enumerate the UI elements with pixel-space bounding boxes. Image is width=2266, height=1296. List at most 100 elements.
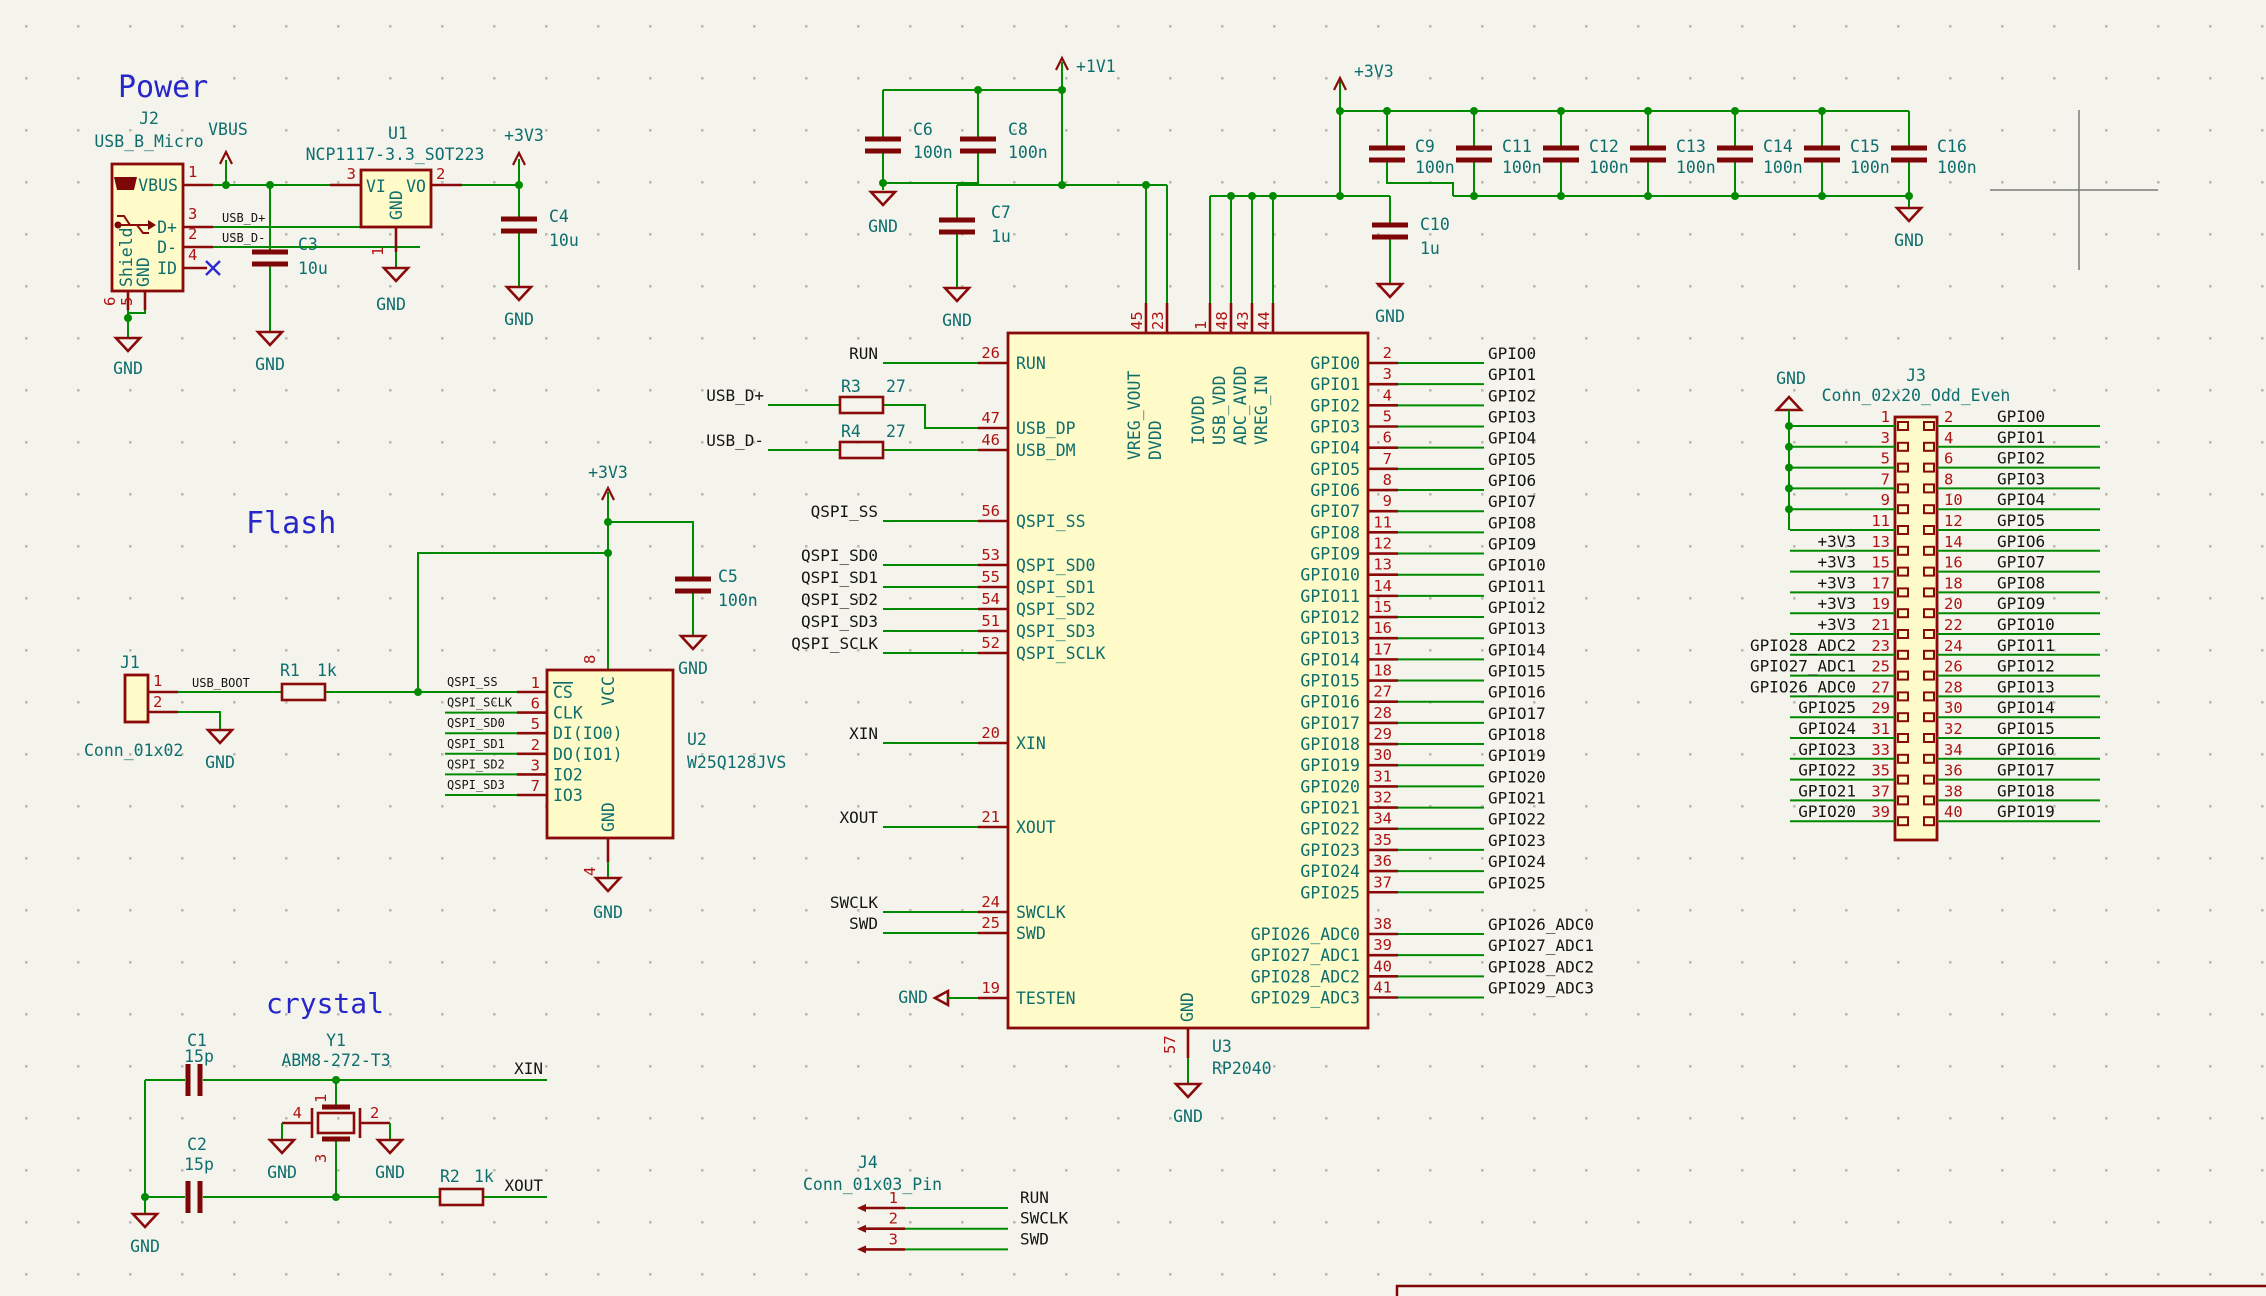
u3-pin-number: 23 xyxy=(1149,311,1167,330)
j4-row: 2 SWCLK xyxy=(857,1209,1069,1233)
component-c1[interactable]: C1 15p xyxy=(184,1031,214,1096)
u1-pin-number: 1 xyxy=(369,247,387,256)
j3-row: 9 10 GPIO4 xyxy=(1790,490,2100,515)
j2-pin-gnd: GND xyxy=(134,257,153,287)
net-label: GPIO28_ADC2 xyxy=(1488,957,1594,976)
bank-capacitor[interactable]: C12 100n xyxy=(1543,111,1629,177)
component-j4[interactable]: J4 Conn_01x03_Pin xyxy=(803,1153,942,1194)
u3-pin-name: GPIO8 xyxy=(1310,523,1360,542)
j3-row: 1 2 GPIO0 xyxy=(1790,407,2100,431)
u3-pin-number: 8 xyxy=(1383,471,1392,489)
component-c2[interactable]: C2 15p xyxy=(184,1135,214,1213)
u2-pin-name: IO3 xyxy=(553,786,583,805)
component-r1[interactable]: R1 1k xyxy=(280,661,337,702)
component-j1[interactable]: J1 Conn_01x02 1 2 xyxy=(84,653,183,760)
svg-text:TESTEN: TESTEN xyxy=(1016,989,1076,1008)
component-c6[interactable]: C6 100n xyxy=(865,120,953,162)
component-c8[interactable]: C8 100n xyxy=(960,120,1048,162)
u1-pin-number: 2 xyxy=(436,165,445,183)
svg-text:54: 54 xyxy=(981,590,1000,608)
u3-pin-name: GPIO9 xyxy=(1310,545,1360,564)
u3-pin-number: 11 xyxy=(1373,513,1392,531)
j3-pin-number: 22 xyxy=(1944,616,1963,634)
c1-ref: C1 xyxy=(187,1031,207,1050)
u3-ref: U3 xyxy=(1212,1037,1232,1056)
net-label: GPIO17 xyxy=(1997,761,2055,780)
u1-pin-vo: VO xyxy=(406,177,426,196)
j1-ground: GND xyxy=(178,711,235,772)
j1-ref: J1 xyxy=(120,653,140,672)
component-c10[interactable]: C10 1u GND xyxy=(1372,196,1450,326)
component-u3-rp2040[interactable]: U3 RP2040 xyxy=(1006,331,1370,1078)
u3-pin-name: GPIO1 xyxy=(1310,375,1360,394)
c8-value: 100n xyxy=(1008,143,1048,162)
u2-pin-name: DI(IO0) xyxy=(553,724,623,743)
u3-pin-number: 28 xyxy=(1373,704,1392,722)
net-label: GPIO1 xyxy=(1488,365,1536,384)
u2-pin-name: CS xyxy=(553,683,573,702)
cap-value: 100n xyxy=(1763,158,1803,177)
u3-pin-name: GPIO4 xyxy=(1310,439,1360,458)
c7-ref: C7 xyxy=(991,203,1011,222)
bank-capacitor[interactable]: C16 100n xyxy=(1891,111,1977,177)
component-c5[interactable]: C5 100n GND xyxy=(608,521,758,678)
component-y1-crystal[interactable]: Y1 ABM8-272-T3 1 3 4 2 xyxy=(281,1031,391,1197)
c6-value: 100n xyxy=(913,143,953,162)
j3-pin-number: 15 xyxy=(1871,554,1890,572)
crystal-ground: GND xyxy=(130,1212,160,1256)
u3-left-xout: XOUT 21 XOUT xyxy=(839,808,1055,837)
net-label: SWCLK xyxy=(1020,1209,1069,1228)
u3-pin-name: GPIO10 xyxy=(1300,566,1360,585)
section-title-crystal: crystal xyxy=(266,987,384,1020)
c8-ref: C8 xyxy=(1008,120,1028,139)
j1-pin-number: 2 xyxy=(153,693,162,711)
wire xyxy=(882,89,1167,190)
usb-trident-dot xyxy=(114,221,122,229)
component-c3[interactable]: C3 10u GND xyxy=(252,185,328,374)
cursor-crosshair[interactable] xyxy=(1990,110,2158,270)
svg-text:GND: GND xyxy=(898,988,928,1007)
power-arrow-1v1: +1V1 xyxy=(1055,55,1116,185)
component-u1-regulator[interactable]: U1 NCP1117-3.3_SOT223 VI VO GND 3 2 1 xyxy=(306,124,485,256)
net-label: GPIO24 xyxy=(1798,719,1856,738)
component-r3[interactable]: R3 27 xyxy=(838,377,906,415)
component-c7[interactable]: C7 1u GND xyxy=(939,185,1011,330)
c5-ref: C5 xyxy=(718,567,738,586)
j3-pin-number: 32 xyxy=(1944,720,1963,738)
j3-row: 33 34 GPIO23 GPIO16 xyxy=(1790,740,2100,764)
u3-adc-pins: 38 GPIO26_ADC0 GPIO26_ADC0 39 GPIO27_ADC… xyxy=(1251,915,1594,1008)
svg-text:USB_DP: USB_DP xyxy=(1016,419,1076,438)
component-j2-usb-connector[interactable]: J2 USB_B_Micro VBUS D+ D- ID Shield GND … xyxy=(94,109,221,310)
bank-capacitor[interactable]: C13 100n xyxy=(1630,111,1716,177)
svg-text:QSPI_SD2: QSPI_SD2 xyxy=(1016,600,1095,619)
u3-pin-number: 6 xyxy=(1383,429,1392,447)
component-j3-header[interactable]: J3 Conn_02x20_Odd_Even xyxy=(1822,366,2011,842)
bank-capacitor[interactable]: C15 100n xyxy=(1804,111,1890,177)
bank-capacitor[interactable]: C9 100n xyxy=(1369,111,1455,177)
bank-capacitor[interactable]: C11 100n xyxy=(1456,111,1542,177)
svg-text:QSPI_SD3: QSPI_SD3 xyxy=(1016,622,1095,641)
net-label: QSPI_SD2 xyxy=(447,757,505,771)
u3-left-swclk: SWCLK 24 SWCLK xyxy=(830,893,1066,922)
y1-pin-number: 4 xyxy=(293,1104,302,1122)
u3-pin-name: GPIO13 xyxy=(1300,629,1360,648)
net-label: +3V3 xyxy=(1817,573,1856,592)
net-label: QSPI_SCLK xyxy=(447,696,513,710)
svg-text:GND: GND xyxy=(1776,369,1806,388)
net-label: GPIO22 xyxy=(1798,761,1856,780)
net-label: GPIO26_ADC0 xyxy=(1750,677,1856,696)
cap-bank[interactable]: C9 100n C11 100n C12 100n C13 100n C14 1… xyxy=(1369,111,1977,177)
cap-ref: C15 xyxy=(1850,137,1880,156)
u3-gnd-pin: GND 57 GND xyxy=(1161,992,1203,1126)
component-r4[interactable]: R4 27 xyxy=(838,422,906,460)
component-r2[interactable]: R2 1k xyxy=(438,1167,494,1207)
net-label: GPIO13 xyxy=(1488,619,1546,638)
r1-ref: R1 xyxy=(280,661,300,680)
u2-value: W25Q128JVS xyxy=(687,753,786,772)
component-c4[interactable]: C4 10u GND xyxy=(501,185,579,329)
j3-pin-number: 13 xyxy=(1871,533,1890,551)
svg-text:+3V3: +3V3 xyxy=(588,463,628,482)
svg-text:QSPI_SD1: QSPI_SD1 xyxy=(801,568,878,587)
bank-capacitor[interactable]: C14 100n xyxy=(1717,111,1803,177)
